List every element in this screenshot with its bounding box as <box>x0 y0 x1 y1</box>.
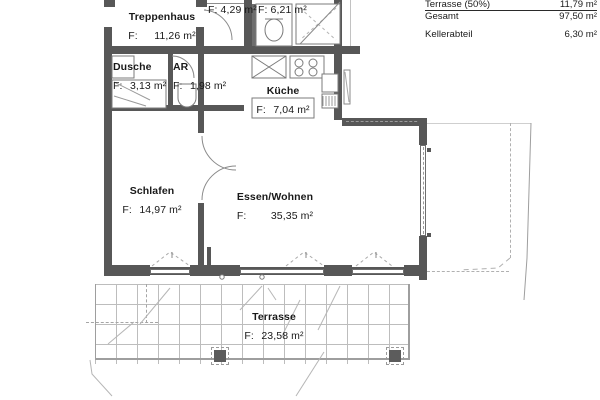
room-label-kueche: Küche F: 7,04 m² <box>256 82 309 118</box>
summary-label: Kellerabteil <box>425 29 473 40</box>
room-name: Essen/Wohnen <box>236 191 314 203</box>
room-area: F: 14,97 m² <box>122 201 181 218</box>
wall-hairline-top <box>207 3 247 4</box>
room-name: Schlafen <box>129 185 175 197</box>
room-name: Terrasse <box>252 311 296 323</box>
wall-hall-right <box>198 105 204 133</box>
pier-bottom-4 <box>404 265 427 276</box>
room-label-schlafen: Schlafen F: 14,97 m² <box>122 182 181 218</box>
room-area: F: 35,35 m² <box>237 207 313 224</box>
overhang-dash-vert <box>510 123 511 258</box>
room-label-treppenhaus: Treppenhaus F: 11,26 m² <box>128 8 195 44</box>
room-area: F: 11,26 m² <box>128 27 195 44</box>
terrace-edge-right <box>408 284 410 360</box>
area-value: 7,04 m² <box>273 103 310 116</box>
terrace-post-left <box>211 347 229 365</box>
facade-hairline-upper-right <box>350 0 351 46</box>
window-bracket-top <box>427 148 431 152</box>
wall-ar-right <box>198 54 204 110</box>
area-prefix: F: <box>122 203 132 216</box>
summary-row-terrasse: Terrasse (50%) 11,79 m² <box>425 0 597 10</box>
room-name: Dusche <box>113 61 152 73</box>
area-prefix: F: <box>128 29 138 42</box>
terrace-door-left <box>150 269 190 274</box>
wall-dusche-ar-divider <box>168 54 173 109</box>
room-name: AR <box>173 61 189 73</box>
terrace-door-center <box>240 269 324 274</box>
exterior-wall-right-upper <box>419 118 427 145</box>
area-value: 11,26 m² <box>154 29 196 42</box>
room-label-terrasse: Terrasse F: 23,58 m² <box>244 308 303 344</box>
terrace-post-right <box>386 347 404 365</box>
area-value: 1,98 m² <box>189 79 227 92</box>
area-value: F: 4,29 m² <box>208 4 257 16</box>
pier-bottom-2 <box>190 265 240 276</box>
area-prefix: F: <box>113 79 123 92</box>
room-area: F: 3,13 m² <box>113 77 166 94</box>
area-prefix: F: <box>256 103 266 116</box>
summary-value: 6,30 m² <box>564 29 597 40</box>
area-prefix: F: <box>236 209 247 222</box>
pier-bottom-1 <box>104 265 150 276</box>
summary-value: 97,50 m² <box>559 11 597 22</box>
area-summary-table: Terrasse (50%) 11,79 m² Gesamt 97,50 m² … <box>425 0 597 40</box>
wall-bath-left <box>244 0 252 54</box>
terrace-setback-dash-vert <box>146 284 147 323</box>
sliding-door-right-dash <box>423 147 424 234</box>
summary-row-kellerabteil: Kellerabteil 6,30 m² <box>425 29 597 40</box>
area-value: 3,13 m² <box>129 79 167 92</box>
summary-value: 11,79 m² <box>559 0 597 10</box>
room-label-essen-wohnen: Essen/Wohnen F: 35,35 m² <box>237 188 313 224</box>
exterior-wall-right-lower <box>419 236 427 280</box>
room-area: F: 7,04 m² <box>256 101 309 118</box>
area-value: 35,35 m² <box>270 209 314 222</box>
terrace-door-right <box>352 269 404 274</box>
pier-bottom-3 <box>324 265 352 276</box>
wall-kitchen-top <box>244 46 350 54</box>
wall-stub-upper-right <box>342 46 360 54</box>
room-name: Treppenhaus <box>128 11 196 23</box>
room-label-ar: AR F: 1,98 m² <box>173 58 226 94</box>
area-prefix: F: <box>173 79 183 92</box>
wall-stub-top-mid <box>196 0 207 7</box>
area-value: F: 6,21 m² <box>258 4 307 16</box>
summary-label: Gesamt <box>425 11 459 22</box>
wall-living-top-right-dash <box>346 121 422 122</box>
site-line-top-right <box>427 123 531 124</box>
wall-treppenhaus-right <box>196 27 204 46</box>
terrace-paving <box>95 284 410 364</box>
room-area: F: 1,98 m² <box>173 77 226 94</box>
terrace-setback-dash <box>86 322 158 323</box>
exterior-wall-left <box>104 27 112 274</box>
area-prefix: F: <box>244 329 254 342</box>
wall-bedroom-right-lower <box>198 203 204 274</box>
summary-divider <box>425 10 597 11</box>
mullion-vertical <box>207 247 211 267</box>
terrace-edge-bottom <box>95 358 410 360</box>
wall-bath-inner-left <box>252 4 256 46</box>
area-value: 14,97 m² <box>139 203 182 216</box>
window-bracket-bottom <box>427 233 431 237</box>
wall-bathblock-bottom <box>104 105 244 111</box>
room-label-dusche: Dusche F: 3,13 m² <box>113 58 166 94</box>
wall-living-top-right <box>342 118 427 126</box>
summary-label: Terrasse (50%) <box>425 0 491 10</box>
summary-row-gesamt: Gesamt 97,50 m² <box>425 11 597 22</box>
room-area: F: 23,58 m² <box>244 327 303 344</box>
label-wc-area: F: 4,29 m² <box>208 1 257 18</box>
room-name: Küche <box>266 85 300 97</box>
wall-stub-top-left <box>104 0 115 7</box>
wall-treppenhaus-bottom <box>104 46 244 54</box>
label-bath-area: F: 6,21 m² <box>258 1 307 18</box>
overhang-dash-bottom <box>427 271 509 272</box>
area-value: 23,58 m² <box>261 329 304 342</box>
